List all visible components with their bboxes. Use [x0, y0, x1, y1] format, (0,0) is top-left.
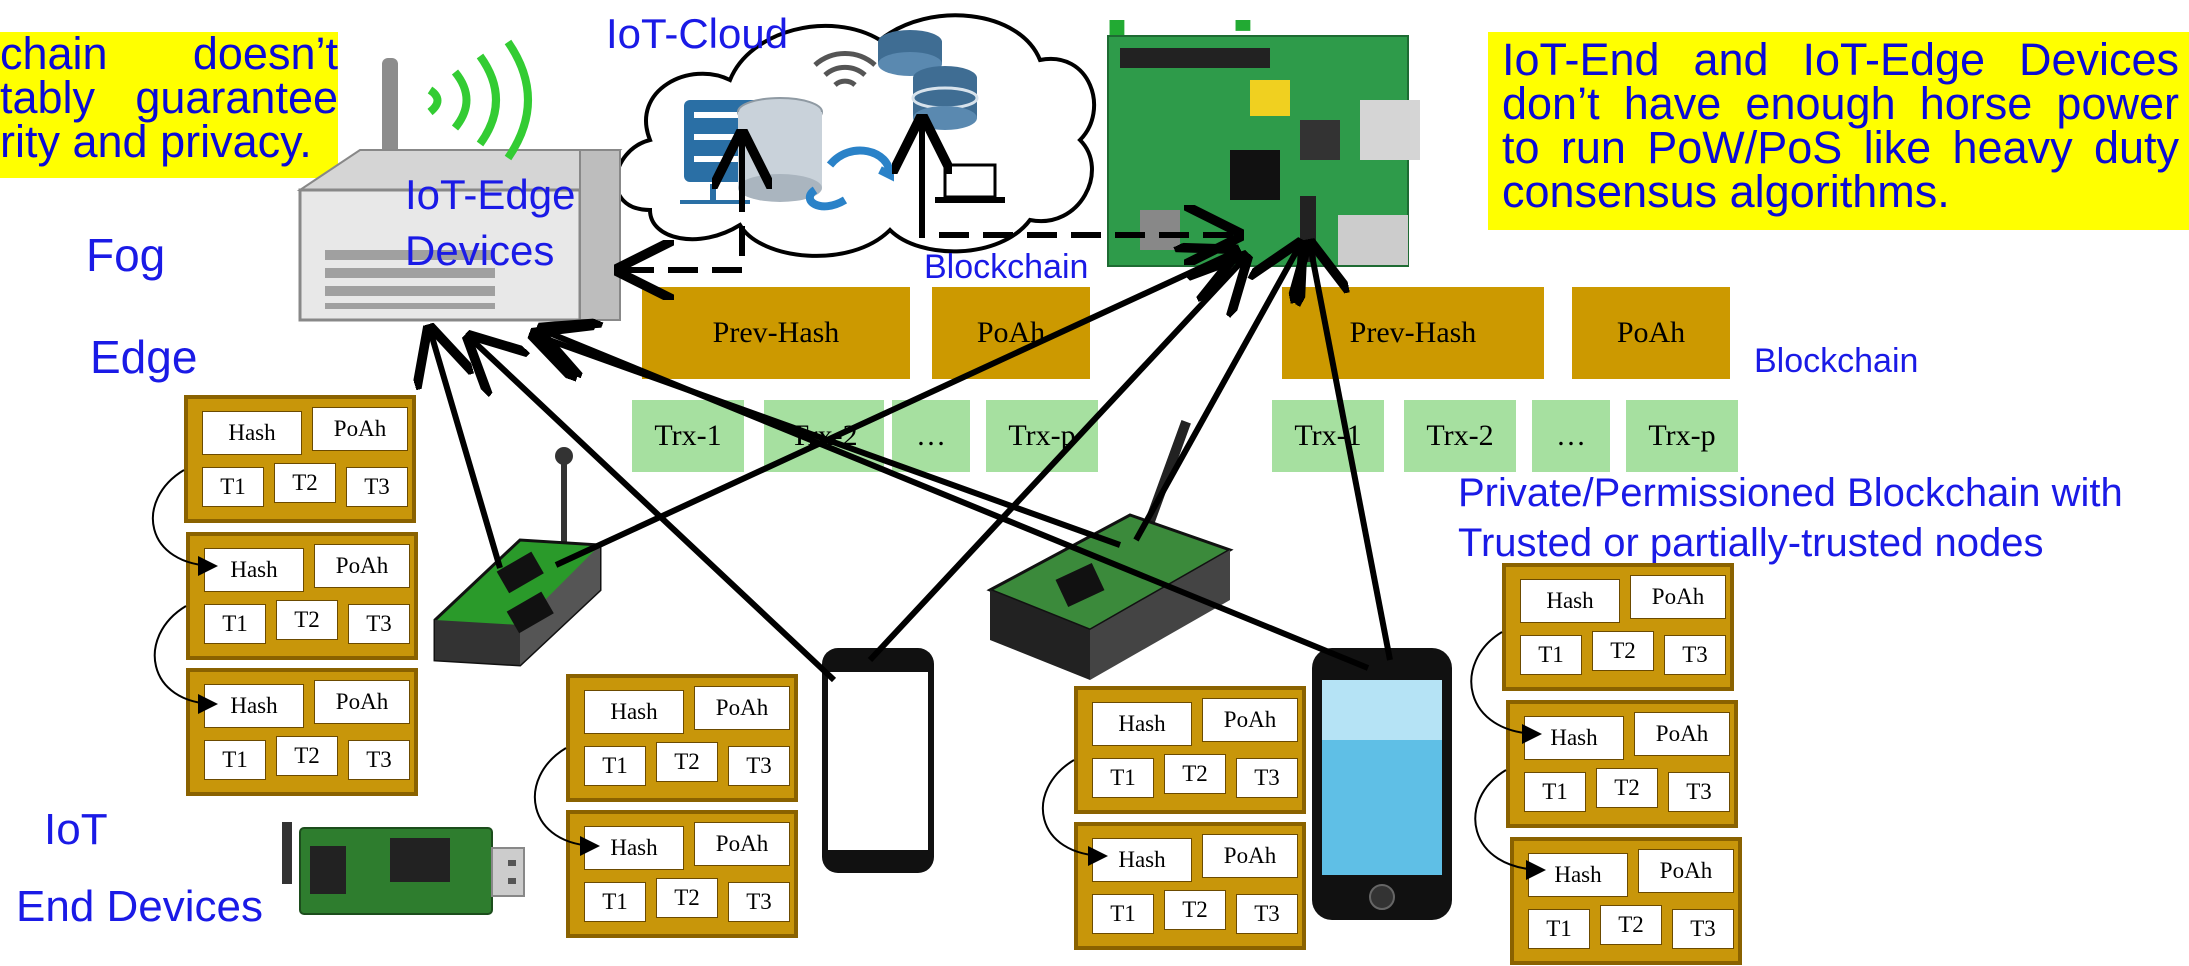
poah-cell: PoAh: [1202, 834, 1298, 878]
iot-label: IoT: [44, 805, 108, 854]
t2-cell: T2: [274, 463, 336, 503]
poah-cell: PoAh: [1630, 575, 1726, 619]
left-note-text: chain doesn’t tably guarantee rity and p…: [0, 32, 338, 167]
t3-cell: T3: [1236, 894, 1298, 934]
trx-cell: Trx-2: [1404, 400, 1516, 472]
poah-cell: PoAh: [1638, 849, 1734, 893]
t1-cell: T1: [1520, 635, 1582, 675]
trx-cell: …: [892, 400, 970, 472]
t3-cell: T3: [348, 604, 410, 644]
t3-cell: T3: [1236, 758, 1298, 798]
t1-cell: T1: [1092, 758, 1154, 798]
block-link-arrow: [1041, 759, 1108, 866]
t1-cell: T1: [1092, 894, 1154, 934]
poah-cell: PoAh: [694, 686, 790, 730]
hash-cell: Hash: [1520, 579, 1620, 623]
t2-cell: T2: [1164, 890, 1226, 930]
blockchain-small-label: Blockchain: [924, 248, 1089, 286]
t1-cell: T1: [204, 740, 266, 780]
t2-cell: T2: [1600, 905, 1662, 945]
t3-cell: T3: [728, 746, 790, 786]
private-blockchain-label: Private/Permissioned Blockchain with Tru…: [1458, 471, 2123, 565]
hash-cell: Hash: [204, 548, 304, 592]
t1-cell: T1: [1524, 772, 1586, 812]
t3-cell: T3: [1672, 909, 1734, 949]
t1-cell: T1: [202, 467, 264, 507]
hash-cell: Hash: [1092, 702, 1192, 746]
poah-cell: PoAh: [1634, 712, 1730, 756]
right-note-text: IoT-End and IoT-Edge Devices don’t have …: [1502, 34, 2179, 217]
hash-cell: Hash: [1524, 716, 1624, 760]
trx-cell: …: [1532, 400, 1610, 472]
t2-cell: T2: [1592, 631, 1654, 671]
trx-cell: Trx-1: [632, 400, 744, 472]
poah-cell: PoAh: [314, 680, 410, 724]
t2-cell: T2: [276, 736, 338, 776]
t1-cell: T1: [584, 746, 646, 786]
right-note: IoT-End and IoT-Edge Devices don’t have …: [1488, 32, 2189, 230]
block-link-arrow: [1474, 769, 1546, 880]
t2-cell: T2: [1164, 754, 1226, 794]
hash-cell: Hash: [202, 411, 302, 455]
left-note: chain doesn’t tably guarantee rity and p…: [0, 32, 338, 178]
edge-label: Edge: [90, 331, 198, 383]
blockchain-right-label: Blockchain: [1754, 342, 1919, 380]
t3-cell: T3: [1664, 635, 1726, 675]
t3-cell: T3: [346, 467, 408, 507]
t1-cell: T1: [204, 604, 266, 644]
t2-cell: T2: [276, 600, 338, 640]
poah-cell: PoAh: [1202, 698, 1298, 742]
t1-cell: T1: [1528, 909, 1590, 949]
block-link-arrow: [533, 747, 600, 856]
iot-cloud-label: IoT-Cloud: [606, 10, 789, 57]
poah-cell: PoAh: [312, 407, 408, 451]
poah-cell: PoAh: [314, 544, 410, 588]
t1-cell: T1: [584, 882, 646, 922]
iot-edge-devices-label: IoT-Edge Devices: [405, 171, 576, 274]
block-link-arrow: [1470, 631, 1542, 744]
poah-block: PoAh: [1572, 287, 1730, 379]
t2-cell: T2: [656, 742, 718, 782]
prev-hash-block: Prev-Hash: [642, 287, 910, 379]
hash-cell: Hash: [584, 826, 684, 870]
hash-cell: Hash: [584, 690, 684, 734]
t3-cell: T3: [728, 882, 790, 922]
hash-cell: Hash: [1092, 838, 1192, 882]
t3-cell: T3: [348, 740, 410, 780]
block-link-arrow: [153, 605, 218, 714]
t2-cell: T2: [1596, 768, 1658, 808]
trx-cell: Trx-p: [1626, 400, 1738, 472]
trx-cell: Trx-1: [1272, 400, 1384, 472]
fog-label: Fog: [86, 229, 166, 281]
block-link-arrow: [151, 469, 218, 576]
end-devices-label: End Devices: [16, 882, 264, 931]
t2-cell: T2: [656, 878, 718, 918]
t3-cell: T3: [1668, 772, 1730, 812]
poah-cell: PoAh: [694, 822, 790, 866]
